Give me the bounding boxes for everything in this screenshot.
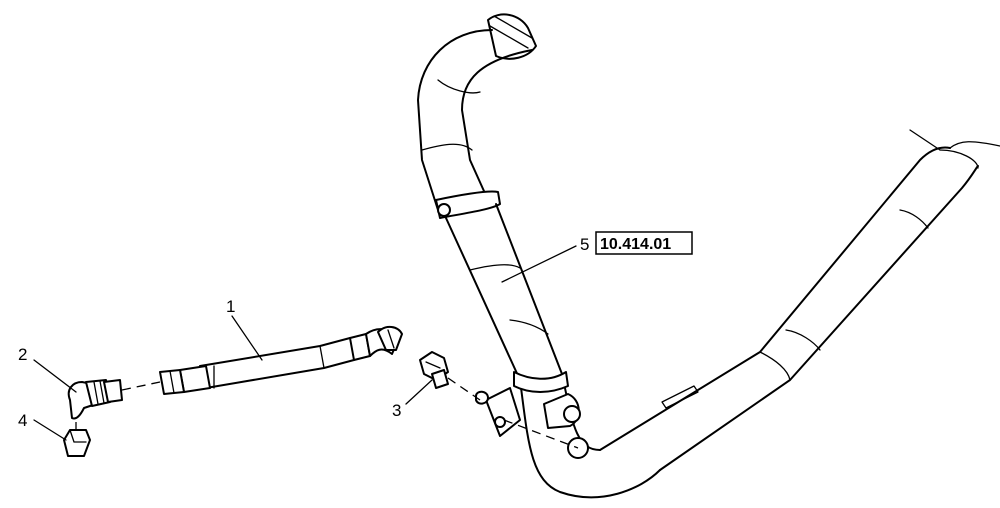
callout-1: 1 (226, 297, 235, 316)
reference-box: 10.414.01 (595, 231, 693, 255)
main-tube (417, 13, 1000, 499)
adapter-fitting (419, 351, 481, 401)
callout-5: 5 (580, 235, 589, 254)
cap (63, 422, 91, 457)
elbow-fitting (67, 379, 161, 420)
callout-3: 3 (392, 401, 401, 420)
hose-assembly (159, 326, 403, 395)
callout-4: 4 (18, 411, 27, 430)
reference-label: 10.414.01 (600, 236, 671, 253)
leader-lines (33, 245, 577, 441)
callout-2: 2 (18, 345, 27, 364)
